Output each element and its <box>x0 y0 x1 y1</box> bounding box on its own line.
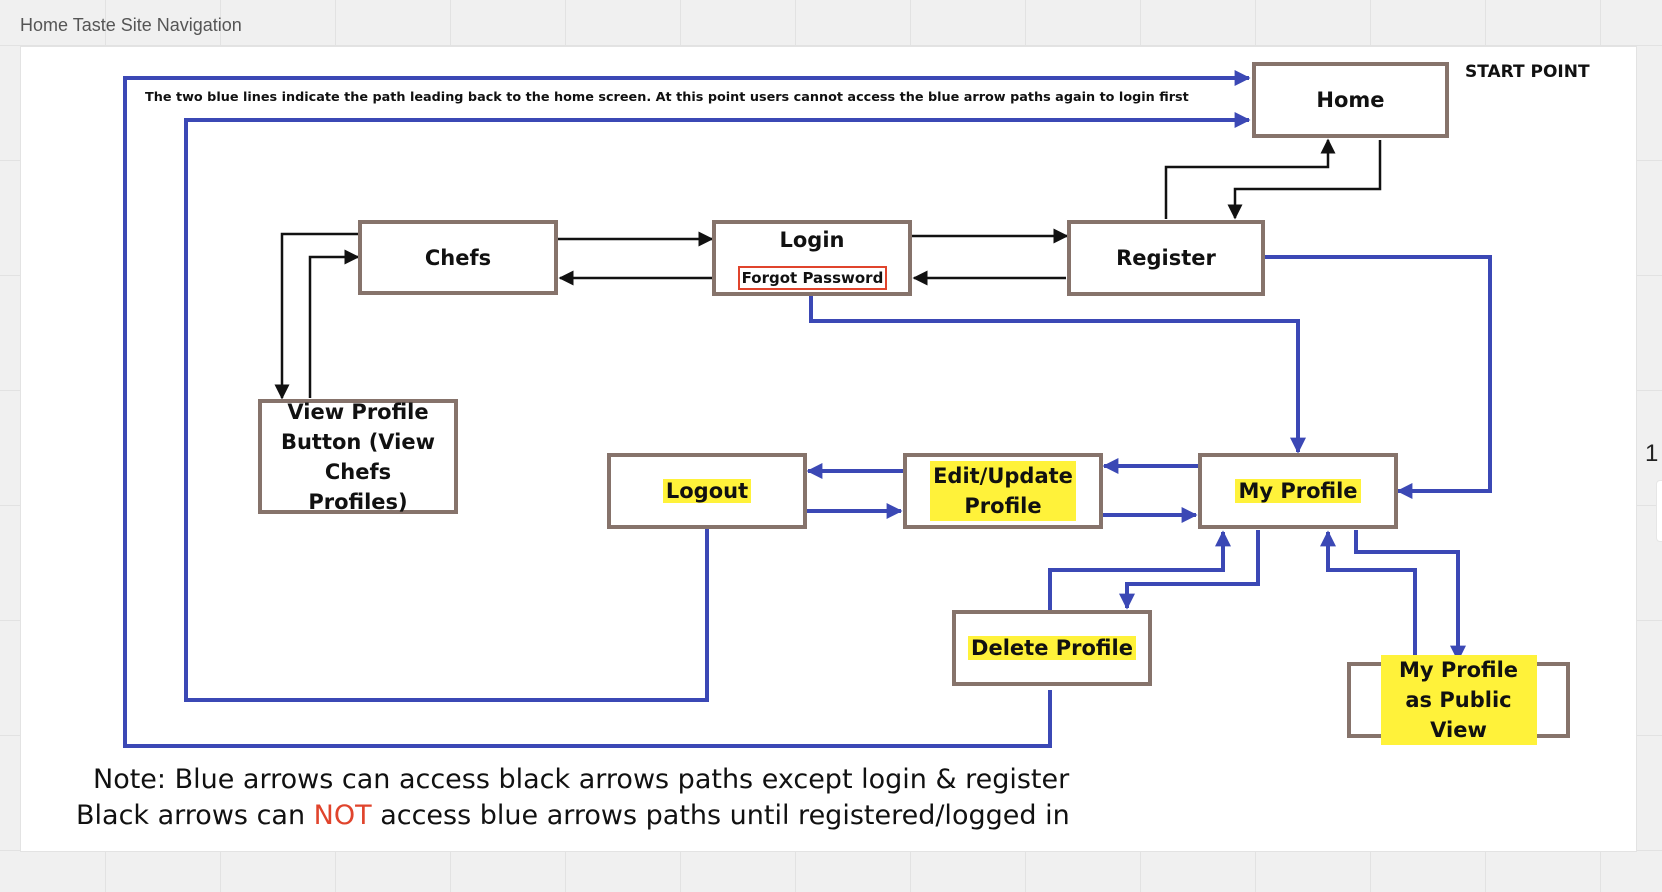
delete-profile-node[interactable]: Delete Profile <box>952 610 1152 686</box>
blue-path-logout-to-home <box>184 112 1251 702</box>
chefs-node[interactable]: Chefs <box>358 220 558 295</box>
my-profile-public-view-node[interactable]: My Profile as Public View <box>1347 655 1570 745</box>
edge-character: 1 <box>1645 440 1659 467</box>
edit-update-profile-label: Edit/Update Profile <box>930 461 1076 521</box>
view-profile-node[interactable]: View Profile Button (View Chefs Profiles… <box>258 399 458 514</box>
footer-note-line-2-start: Black arrows can <box>76 800 314 831</box>
logout-label: Logout <box>662 479 752 503</box>
footer-note-line-2-end: access blue arrows paths until registere… <box>371 800 1070 831</box>
footer-note-not-emphasis: NOT <box>313 800 372 831</box>
blue-path-delete-to-myprofile <box>1048 530 1231 610</box>
forgot-password-link[interactable]: Forgot Password <box>738 266 887 290</box>
side-panel-tab[interactable] <box>1656 480 1662 542</box>
black-path-viewprofile-to-chefs <box>308 249 360 398</box>
footer-note-line-2: Black arrows can NOT access blue arrows … <box>76 800 1070 831</box>
blue-path-register-to-myprofile <box>1263 255 1492 499</box>
black-path-chefs-to-viewprofile <box>274 232 358 400</box>
view-profile-label: View Profile Button (View Chefs Profiles… <box>280 399 436 514</box>
black-path-home-to-register <box>1227 140 1382 220</box>
chefs-label: Chefs <box>424 245 492 270</box>
footer-note-line-1: Note: Blue arrows can access black arrow… <box>93 764 1070 795</box>
start-point-label: START POINT <box>1465 62 1590 82</box>
login-label: Login <box>779 228 845 252</box>
my-profile-public-view-label: My Profile as Public View <box>1380 655 1537 745</box>
edit-update-profile-node[interactable]: Edit/Update Profile <box>903 453 1103 529</box>
register-node[interactable]: Register <box>1067 220 1265 296</box>
header-note: The two blue lines indicate the path lea… <box>145 90 1189 105</box>
blue-path-login-to-myprofile <box>809 296 1306 454</box>
home-label: Home <box>1316 88 1385 112</box>
delete-profile-label: Delete Profile <box>968 636 1136 660</box>
register-label: Register <box>1116 246 1216 270</box>
blue-path-myprofile-to-public <box>1354 530 1466 662</box>
frame-title: Home Taste Site Navigation <box>20 15 242 35</box>
black-path-register-to-home <box>1164 138 1336 219</box>
my-profile-label: My Profile <box>1235 479 1361 503</box>
blue-path-delete-to-home <box>123 70 1251 748</box>
blue-path-public-to-myprofile <box>1320 530 1417 662</box>
blue-path-myprofile-to-delete <box>1119 530 1260 610</box>
my-profile-node[interactable]: My Profile <box>1198 453 1398 529</box>
logout-node[interactable]: Logout <box>607 453 807 529</box>
home-node[interactable]: Home <box>1252 62 1449 138</box>
